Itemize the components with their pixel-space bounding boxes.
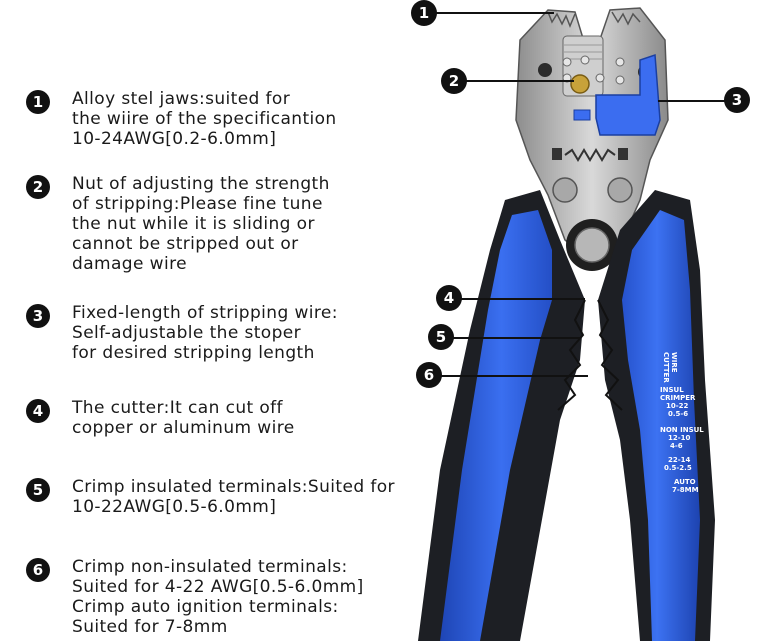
svg-text:CRIMPER: CRIMPER [660,394,696,402]
callout-badge-2: 2 [441,68,467,94]
callout-line-3 [658,100,726,102]
right-handle [597,190,715,641]
svg-text:CUTTER: CUTTER [662,352,670,383]
svg-text:INSUL: INSUL [660,386,684,394]
callout-badge-5: 5 [428,324,454,350]
spring [564,148,616,162]
feature-5-text: Crimp insulated terminals:Suited for 10-… [72,477,395,517]
svg-text:22-14: 22-14 [668,456,691,464]
feature-3-line: Fixed-length of stripping wire: [72,303,338,323]
feature-2-line: cannot be stripped out or [72,234,299,254]
feature-1-line: 10-24AWG[0.2-6.0mm] [72,129,277,149]
handle-markings: WIRE CUTTER INSUL CRIMPER 10-22 0.5-6 NO… [660,352,704,494]
wire-stripper-illustration: WIRE CUTTER INSUL CRIMPER 10-22 0.5-6 NO… [418,7,715,641]
number-badge-6: 6 [26,558,50,582]
callout-badge-3: 3 [724,87,750,113]
feature-2-line: damage wire [72,254,187,274]
left-handle [418,190,586,641]
stripping-stopper [595,53,661,136]
feature-2-line: the nut while it is sliding or [72,214,315,234]
feature-4-text: The cutter:It can cut off copper or alum… [72,398,295,438]
feature-6-line: Crimp non-insulated terminals: [72,557,348,577]
feature-3-line: for desired stripping length [72,343,315,363]
svg-text:10-22: 10-22 [666,402,689,410]
feature-2: 2 Nut of adjusting the strength of strip… [26,174,330,274]
feature-1-line: Alloy stel jaws:suited for [72,89,291,109]
feature-6-line: Suited for 7-8mm [72,617,228,637]
svg-text:0.5-2.5: 0.5-2.5 [664,464,692,472]
feature-2-line: Nut of adjusting the strength [72,174,330,194]
feature-6-line: Suited for 4-22 AWG[0.5-6.0mm] [72,577,364,597]
feature-3: 3 Fixed-length of stripping wire: Self-a… [26,303,338,363]
feature-3-line: Self-adjustable the stoper [72,323,302,343]
svg-text:NON INSUL: NON INSUL [660,426,704,434]
callout-badge-4: 4 [436,285,462,311]
callout-line-1 [436,12,554,14]
feature-2-line: of stripping:Please fine tune [72,194,323,214]
number-badge-5: 5 [26,478,50,502]
feature-1-text: Alloy stel jaws:suited for the wiire of … [72,89,337,149]
feature-3-text: Fixed-length of stripping wire: Self-adj… [72,303,338,363]
feature-6: 6 Crimp non-insulated terminals: Suited … [26,557,364,637]
feature-4-line: The cutter:It can cut off [72,398,283,418]
feature-6-line: Crimp auto ignition terminals: [72,597,339,617]
feature-1-line: the wiire of the specificantion [72,109,337,129]
callout-badge-6: 6 [416,362,442,388]
feature-2-text: Nut of adjusting the strength of strippi… [72,174,330,274]
number-badge-2: 2 [26,175,50,199]
feature-5-line: Crimp insulated terminals:Suited for [72,477,395,497]
feature-6-text: Crimp non-insulated terminals: Suited fo… [72,557,364,637]
svg-text:12-10: 12-10 [668,434,691,442]
feature-4: 4 The cutter:It can cut off copper or al… [26,398,295,438]
callout-badge-1: 1 [411,0,437,26]
svg-text:WIRE: WIRE [670,352,678,373]
adjusting-nut-icon [570,74,590,94]
callout-line-4 [460,298,585,300]
feature-4-line: copper or aluminum wire [72,418,295,438]
svg-text:7-8MM: 7-8MM [672,486,699,494]
callout-line-2 [466,80,574,82]
callout-line-6 [440,375,588,377]
feature-5-line: 10-22AWG[0.5-6.0mm] [72,497,277,517]
number-badge-1: 1 [26,90,50,114]
feature-5: 5 Crimp insulated terminals:Suited for 1… [26,477,395,517]
svg-text:0.5-6: 0.5-6 [668,410,688,418]
callout-line-5 [452,337,580,339]
svg-text:AUTO: AUTO [674,478,696,486]
svg-text:4-6: 4-6 [670,442,683,450]
number-badge-3: 3 [26,304,50,328]
number-badge-4: 4 [26,399,50,423]
feature-1: 1 Alloy stel jaws:suited for the wiire o… [26,89,337,149]
